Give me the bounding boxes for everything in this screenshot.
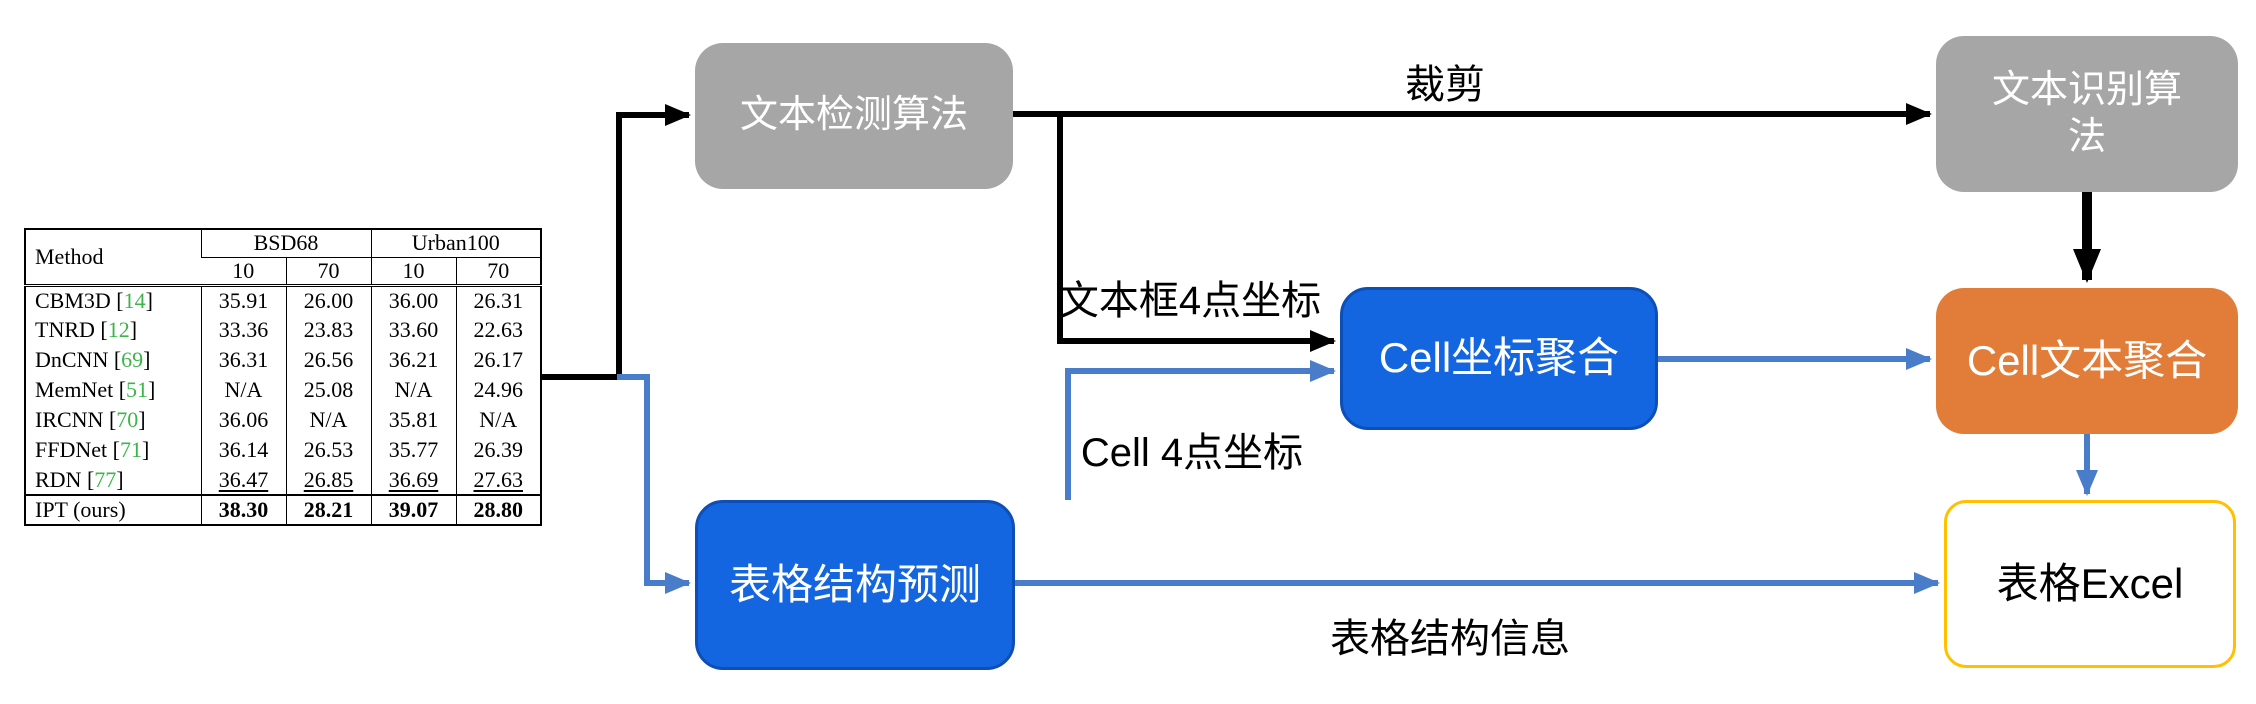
col-header-bsd68-70: 70: [285, 257, 371, 287]
col-group-urban100: Urban100: [370, 229, 541, 258]
node-text-recognition: 文本识别算法: [1936, 36, 2238, 192]
edge-structure-to-cellcoord: [1065, 360, 1336, 500]
edge-detection-to-cellcoord: [1057, 114, 1336, 352]
node-text-detection-label: 文本检测算法: [739, 94, 968, 137]
edge-table-to-detection: [540, 104, 691, 380]
edge-label-table-structure-info: 表格结构信息: [1330, 617, 1570, 661]
col-group-bsd68: BSD68: [200, 229, 371, 258]
node-cell-coordinate-aggregation-label: Cell坐标聚合: [1378, 334, 1620, 382]
edge-label-crop: 裁剪: [1405, 63, 1485, 107]
col-header-urban100-70: 70: [455, 257, 541, 287]
edge-label-textbox-coordinates: 文本框4点坐标: [1058, 279, 1322, 323]
col-header-bsd68-10: 10: [201, 257, 286, 287]
node-table-structure-prediction: 表格结构预测: [695, 500, 1015, 670]
node-table-structure-prediction-label: 表格结构预测: [728, 560, 981, 608]
node-cell-text-aggregation-label: Cell文本聚合: [1966, 336, 2208, 384]
node-text-recognition-label: 文本识别算法: [1991, 68, 2182, 159]
node-cell-text-aggregation: Cell文本聚合: [1936, 288, 2238, 434]
results-table: Method BSD68 Urban100 10 70 10 70 CBM3D …: [24, 228, 542, 526]
node-table-excel: 表格Excel: [1944, 500, 2236, 668]
edge-table-to-structure: [617, 374, 691, 594]
node-cell-coordinate-aggregation: Cell坐标聚合: [1340, 287, 1658, 430]
col-header-urban100-10: 10: [370, 257, 456, 287]
node-table-excel-label: 表格Excel: [1996, 559, 2184, 607]
col-header-method: Method: [25, 229, 201, 287]
node-text-detection: 文本检测算法: [695, 43, 1013, 189]
edge-label-cell-coordinates: Cell 4点坐标: [1080, 431, 1304, 475]
